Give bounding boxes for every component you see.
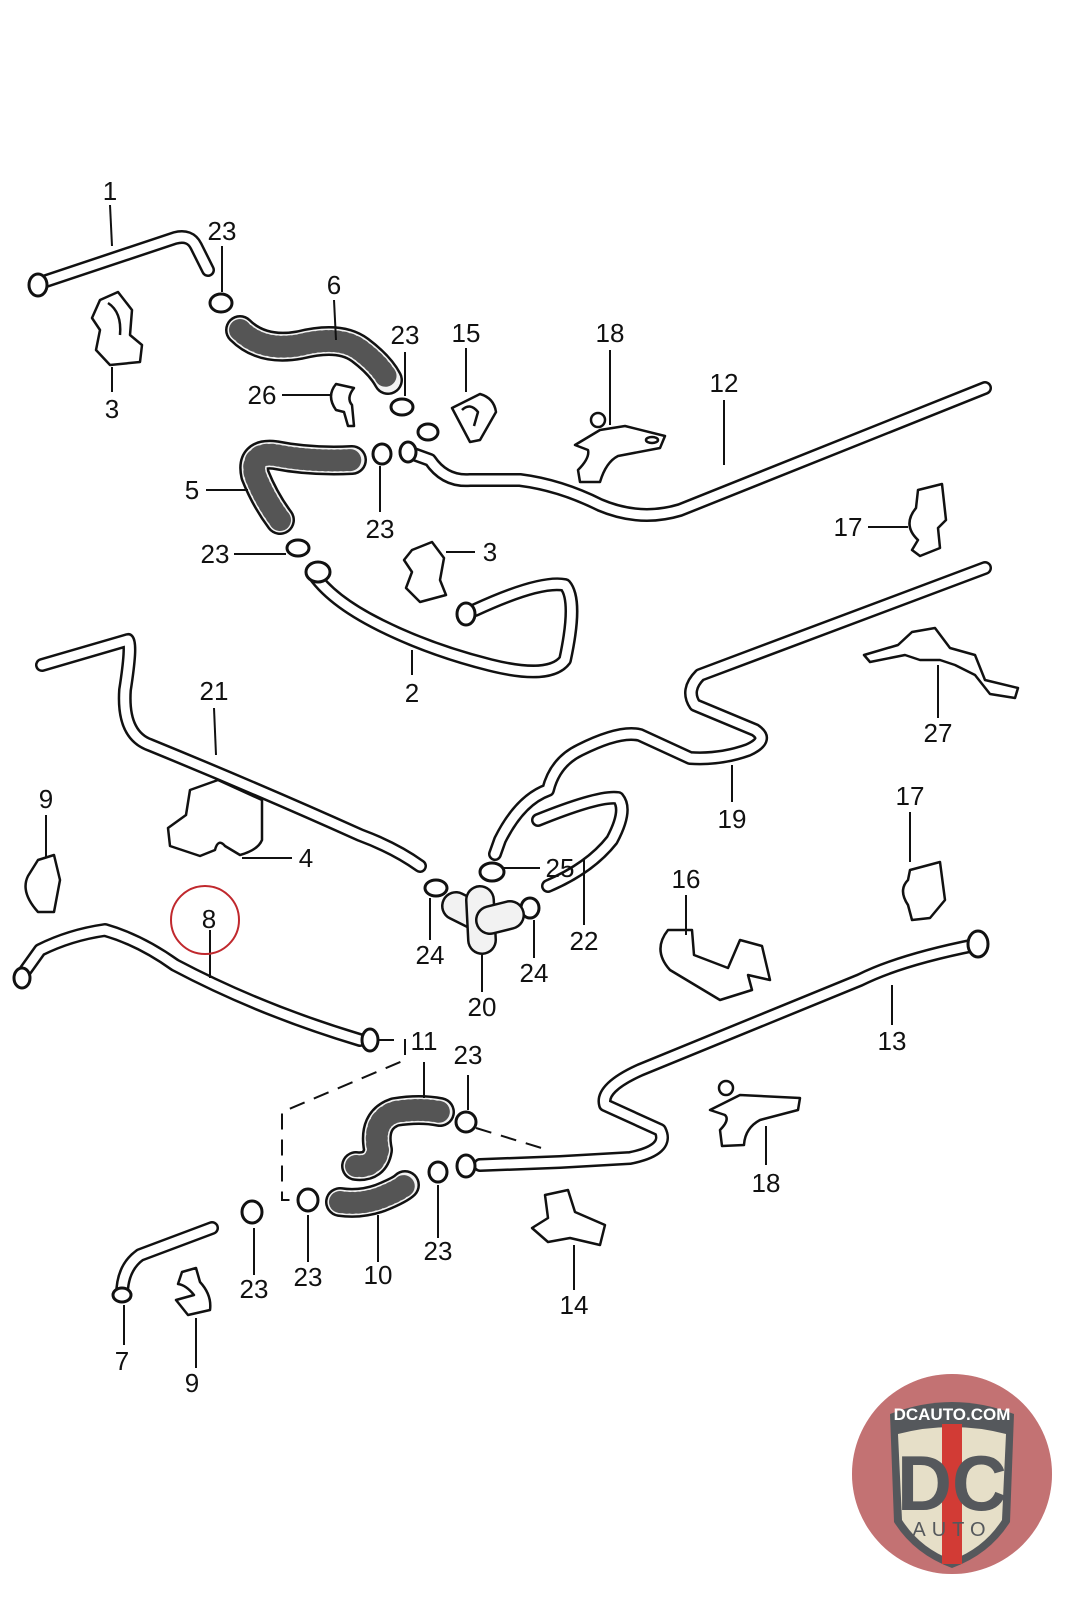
- part-3-clip[interactable]: [402, 540, 448, 604]
- highlight-circle: [170, 885, 240, 955]
- callout-23[interactable]: 23: [454, 1040, 483, 1070]
- clamp-23[interactable]: [454, 1110, 478, 1134]
- logo-red-stripe: [942, 1424, 962, 1564]
- callout-23[interactable]: 23: [201, 539, 230, 569]
- dcauto-logo[interactable]: DCAUTO.COM DC AUTO: [850, 1372, 1055, 1577]
- callout-9[interactable]: 9: [39, 784, 53, 814]
- logo-sub-text: AUTO: [912, 1519, 991, 1541]
- part-8-pipe[interactable]: [12, 923, 380, 1053]
- part-17-clip[interactable]: [901, 860, 947, 922]
- part-17-clip[interactable]: [908, 482, 948, 558]
- callout-23[interactable]: 23: [366, 514, 395, 544]
- callout-23[interactable]: 23: [424, 1236, 453, 1266]
- callout-27[interactable]: 27: [924, 718, 953, 748]
- callout-9[interactable]: 9: [185, 1368, 199, 1398]
- clamp-25[interactable]: [478, 861, 506, 883]
- part-5-hose[interactable]: [239, 439, 367, 535]
- part-16-bracket[interactable]: [659, 928, 772, 1002]
- part-6-hose[interactable]: [225, 315, 403, 395]
- callout-8[interactable]: 8: [202, 904, 216, 934]
- clamp-23[interactable]: [389, 397, 415, 417]
- part-12-pipe[interactable]: [398, 381, 992, 522]
- callout-23[interactable]: 23: [240, 1274, 269, 1304]
- part-20-t-piece[interactable]: [441, 885, 525, 955]
- part-21-pipe[interactable]: [35, 633, 427, 873]
- clamp-23[interactable]: [371, 442, 393, 466]
- part-1-pipe[interactable]: [27, 230, 215, 298]
- callout-23[interactable]: 23: [391, 320, 420, 350]
- callout-10[interactable]: 10: [364, 1260, 393, 1290]
- callout-16[interactable]: 16: [672, 864, 701, 894]
- part-19-pipe[interactable]: [488, 561, 992, 861]
- clamp-24[interactable]: [423, 878, 449, 898]
- callout-14[interactable]: 14: [560, 1290, 589, 1320]
- callout-1[interactable]: 1: [103, 176, 117, 206]
- part-9-clip[interactable]: [24, 853, 62, 914]
- part-18-bracket[interactable]: [708, 1079, 802, 1148]
- callout-24[interactable]: 24: [416, 940, 445, 970]
- part-4-clip[interactable]: [166, 778, 264, 858]
- part-10-hose[interactable]: [325, 1170, 420, 1218]
- callout-12[interactable]: 12: [710, 368, 739, 398]
- callout-3[interactable]: 3: [483, 537, 497, 567]
- callout-22[interactable]: 22: [570, 926, 599, 956]
- callout-6[interactable]: 6: [327, 270, 341, 300]
- logo-main-text: DC: [897, 1439, 1007, 1527]
- callout-23[interactable]: 23: [294, 1262, 323, 1292]
- callout-25[interactable]: 25: [546, 853, 575, 883]
- assembly-line: [281, 1039, 406, 1201]
- clamp-23[interactable]: [208, 292, 234, 314]
- part-3-clip[interactable]: [90, 290, 144, 367]
- assembly-line: [475, 1127, 549, 1151]
- callout-18[interactable]: 18: [596, 318, 625, 348]
- callout-7[interactable]: 7: [115, 1346, 129, 1376]
- part-7-pipe[interactable]: [111, 1221, 219, 1304]
- callout-13[interactable]: 13: [878, 1026, 907, 1056]
- part-27-bracket[interactable]: [862, 626, 1020, 700]
- callout-20[interactable]: 20: [468, 992, 497, 1022]
- callout-26[interactable]: 26: [248, 380, 277, 410]
- callout-3[interactable]: 3: [105, 394, 119, 424]
- clamp-23[interactable]: [427, 1160, 449, 1184]
- part-9-clip[interactable]: [174, 1266, 212, 1317]
- part-18-bracket[interactable]: [573, 411, 667, 484]
- callout-5[interactable]: 5: [185, 475, 199, 505]
- callout-11[interactable]: 11: [411, 1026, 438, 1056]
- callout-labels: 1 23 6 3 26 23 15 18 12 5 23 17 23 3 2 2…: [39, 176, 953, 1398]
- callout-21[interactable]: 21: [200, 676, 229, 706]
- clamp-23[interactable]: [240, 1199, 264, 1225]
- part-15-bracket[interactable]: [450, 392, 498, 444]
- callout-2[interactable]: 2: [405, 678, 419, 708]
- callout-4[interactable]: 4: [299, 843, 313, 873]
- logo-top-text: DCAUTO.COM: [894, 1405, 1011, 1424]
- callout-18[interactable]: 18: [752, 1168, 781, 1198]
- callout-17[interactable]: 17: [896, 781, 925, 811]
- callout-24[interactable]: 24: [520, 958, 549, 988]
- clamp-23[interactable]: [285, 538, 311, 558]
- callout-23[interactable]: 23: [208, 216, 237, 246]
- part-14-bracket[interactable]: [530, 1188, 607, 1247]
- clamp-23[interactable]: [296, 1187, 320, 1213]
- part-11-hose[interactable]: [341, 1095, 455, 1182]
- part-13-pipe[interactable]: [455, 929, 990, 1179]
- callout-19[interactable]: 19: [718, 804, 747, 834]
- callout-15[interactable]: 15: [452, 318, 481, 348]
- part-26-clip[interactable]: [329, 382, 356, 428]
- leader-lines: [45, 204, 939, 1368]
- callout-17[interactable]: 17: [834, 512, 863, 542]
- part-2-pipe[interactable]: [304, 560, 579, 679]
